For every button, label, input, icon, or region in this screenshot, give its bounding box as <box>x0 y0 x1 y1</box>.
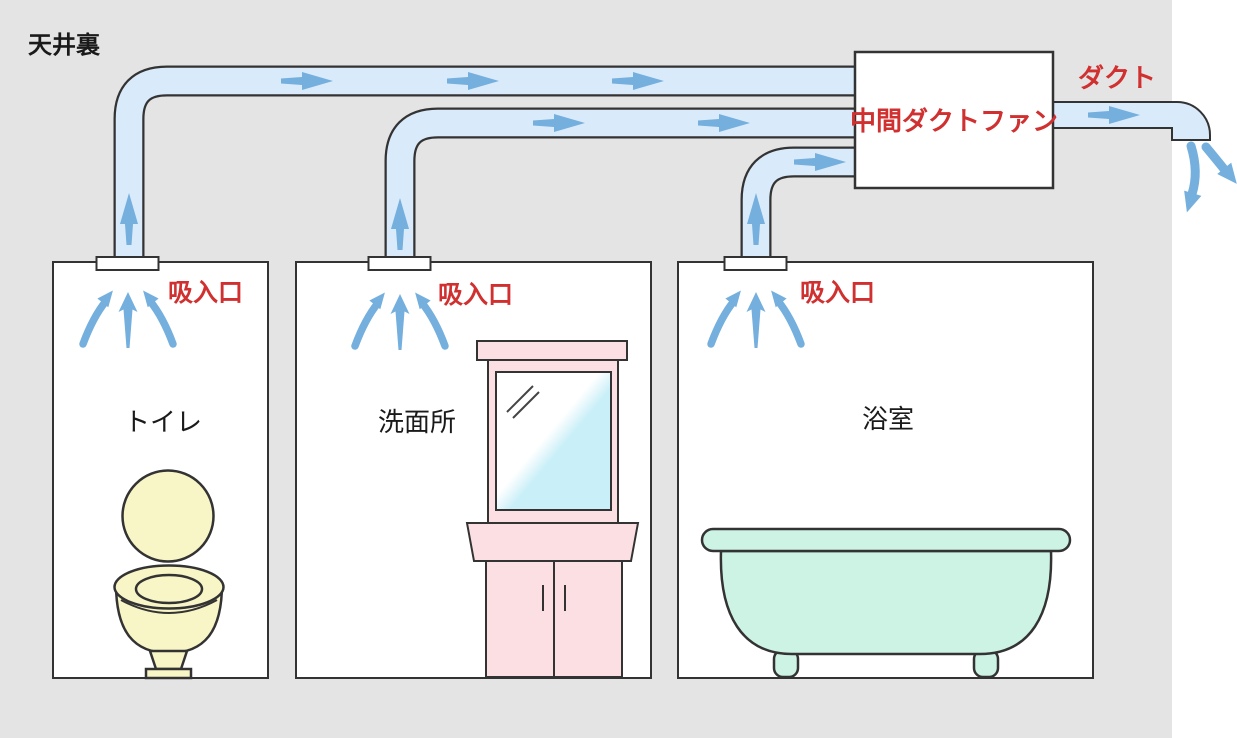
toilet-fixture <box>113 469 225 680</box>
intake-vent-toilet <box>95 256 160 271</box>
mirror-shine-lines <box>506 385 540 419</box>
washbasin-vanity-fixture <box>465 340 640 678</box>
vanity-mirror <box>495 371 612 511</box>
bathtub-rim <box>700 527 1072 553</box>
exhaust-arrow-left-head <box>1184 190 1202 213</box>
room-name-washroom: 洗面所 <box>378 407 456 437</box>
duct-washroom <box>384 107 856 258</box>
duct-toilet-fill <box>115 67 856 258</box>
duct-label: ダクト <box>1078 63 1156 93</box>
intake-label-bathroom: 吸入口 <box>800 279 875 307</box>
vanity-cornice <box>476 340 628 361</box>
intake-label-toilet: 吸入口 <box>168 279 243 307</box>
room-name-toilet: トイレ <box>124 407 202 437</box>
exhaust-arrow-left <box>1186 141 1200 199</box>
intake-vent-washroom <box>367 256 432 271</box>
intake-label-washroom: 吸入口 <box>438 281 513 309</box>
toilet-pedestal <box>148 649 189 671</box>
toilet-base <box>144 667 193 680</box>
exhaust-arrow-right-head <box>1217 162 1237 184</box>
fan-box <box>853 50 1055 190</box>
exhaust-duct-and-hood <box>1052 101 1211 141</box>
toilet-bowl-rim-line <box>120 599 218 614</box>
duct-washroom-fill <box>386 109 856 258</box>
inline-duct-fan-box: 中間ダクトファン <box>850 50 1058 190</box>
toilet-lid <box>121 469 215 563</box>
duct-toilet <box>113 65 856 258</box>
inline-duct-fan-label: 中間ダクトファン <box>850 106 1058 136</box>
exhaust-arrow-right <box>1201 142 1229 174</box>
toilet-seat-opening <box>134 573 204 605</box>
exhaust-air-arrows <box>1184 141 1237 213</box>
room-name-bathroom: 浴室 <box>862 404 914 434</box>
intake-vent-bathroom <box>723 256 788 271</box>
bathtub-fixture <box>700 527 1072 679</box>
vanity-sink-basin <box>465 522 640 562</box>
ceiling-space-label: 天井裏 <box>28 31 101 59</box>
bathtub-body <box>719 549 1053 656</box>
